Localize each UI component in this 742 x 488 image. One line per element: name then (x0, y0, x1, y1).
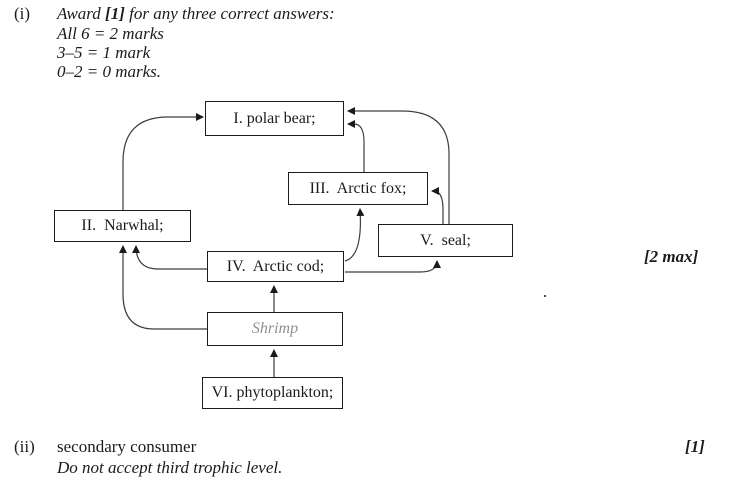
arrow-shrimp-to-narwhal (119, 245, 207, 330)
section-ii-note: Do not accept third trophic level. (57, 458, 283, 477)
arrow-seal-to-polar-bear (347, 107, 450, 224)
box-arctic-fox: III. Arctic fox; (288, 172, 428, 205)
box-narwhal-label: II. Narwhal; (81, 217, 164, 234)
box-arctic-cod: IV. Arctic cod; (207, 251, 344, 282)
arrow-arctic-cod-to-narwhal (132, 245, 207, 270)
rubric-line-3-5: 3–5 = 1 mark (57, 43, 151, 62)
max-marks-note: [2 max] (644, 247, 699, 266)
section-i-label: (i) (14, 4, 31, 23)
section-ii-label: (ii) (14, 437, 35, 456)
arrow-seal-to-arctic-fox (431, 187, 444, 224)
box-arctic-cod-label: IV. Arctic cod; (226, 257, 325, 275)
award-prefix: Award (57, 4, 106, 23)
box-phytoplankton: VI. phytoplankton; (202, 377, 343, 409)
box-arctic-fox-label: III. Arctic fox; (309, 179, 407, 197)
box-seal: V. seal; (378, 224, 513, 257)
rubric-line-all6: All 6 = 2 marks (57, 24, 164, 43)
box-shrimp-label: Shrimp (251, 320, 299, 337)
arrow-arctic-cod-to-arctic-fox (344, 208, 365, 262)
stray-dot (544, 295, 546, 297)
arrow-arctic-fox-to-polar-bear (347, 120, 365, 172)
arrow-arctic-cod-to-seal (345, 260, 441, 273)
award-mark-value: [1] (105, 4, 125, 23)
box-phytoplankton-label: VI. phytoplankton; (211, 384, 334, 401)
box-polar-bear: I. polar bear; (205, 101, 344, 136)
box-narwhal: II. Narwhal; (54, 210, 191, 242)
rubric-line-0-2: 0–2 = 0 marks. (57, 62, 162, 81)
arrow-narwhal-to-polar-bear (122, 113, 204, 210)
section-ii-marks: [1] (685, 437, 705, 456)
box-seal-label: V. seal; (420, 231, 471, 249)
section-ii-answer: secondary consumer (57, 437, 197, 456)
box-shrimp: Shrimp (207, 312, 343, 346)
award-line: Award [1] for any three correct answers: (57, 4, 335, 24)
box-polar-bear-label: I. polar bear; (233, 109, 316, 127)
award-suffix: for any three correct answers: (124, 4, 335, 23)
